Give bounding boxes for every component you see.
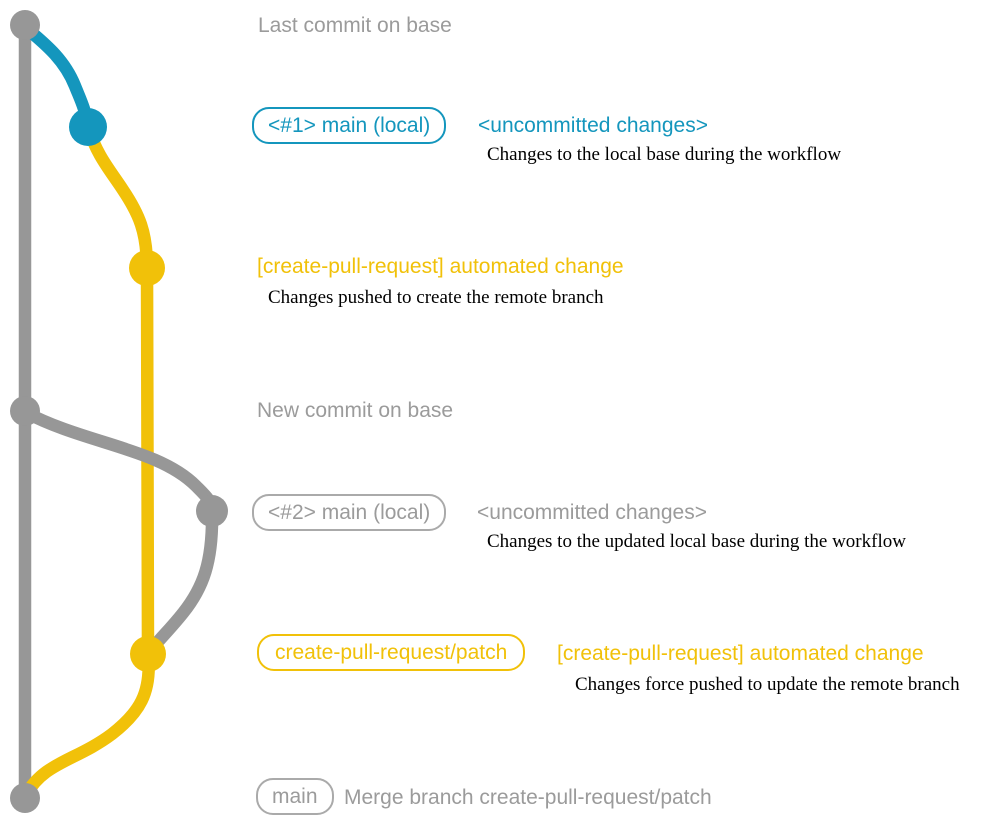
commit-dot-last-base [10,10,40,40]
commit-message-automated-2: [create-pull-request] automated change [557,642,924,665]
commit-message-merge: Merge branch create-pull-request/patch [344,786,712,809]
branch-tag-main-1: <#1> main (local) [252,107,447,144]
commit-message-automated-1: [create-pull-request] automated change [257,255,624,278]
commit-message-uncommitted-1: <uncommitted changes> [478,114,708,137]
commit-message-uncommitted-2: <uncommitted changes> [477,501,707,524]
annotation-note-uncommitted-1: Changes to the local base during the wor… [487,144,842,165]
branch-tag-patch: create-pull-request/patch [257,634,526,671]
commit-caption-new-base: New commit on base [257,399,454,422]
branch-line-patch-merge [19,647,155,802]
branch-tag-main-2: <#2> main (local) [252,494,447,531]
branch-tag-main-final: main [256,778,334,815]
commit-dot-merge [10,783,40,813]
annotation-note-automated-1: Changes pushed to create the remote bran… [268,287,604,308]
commit-dot-new-base [10,396,40,426]
commit-dot-automated-1 [129,250,165,286]
branch-line-patch-create [81,120,154,275]
commit-dot-automated-2 [130,636,166,672]
branch-line-patch-update [141,505,219,661]
commit-caption-last-base: Last commit on base [258,14,452,37]
branch-line-main-local-2 [18,405,219,519]
annotation-note-uncommitted-2: Changes to the updated local base during… [487,531,906,552]
commit-dot-uncommitted-1 [69,108,107,146]
commit-dot-uncommitted-2 [196,495,228,527]
annotation-note-automated-2: Changes force pushed to update the remot… [575,674,960,695]
